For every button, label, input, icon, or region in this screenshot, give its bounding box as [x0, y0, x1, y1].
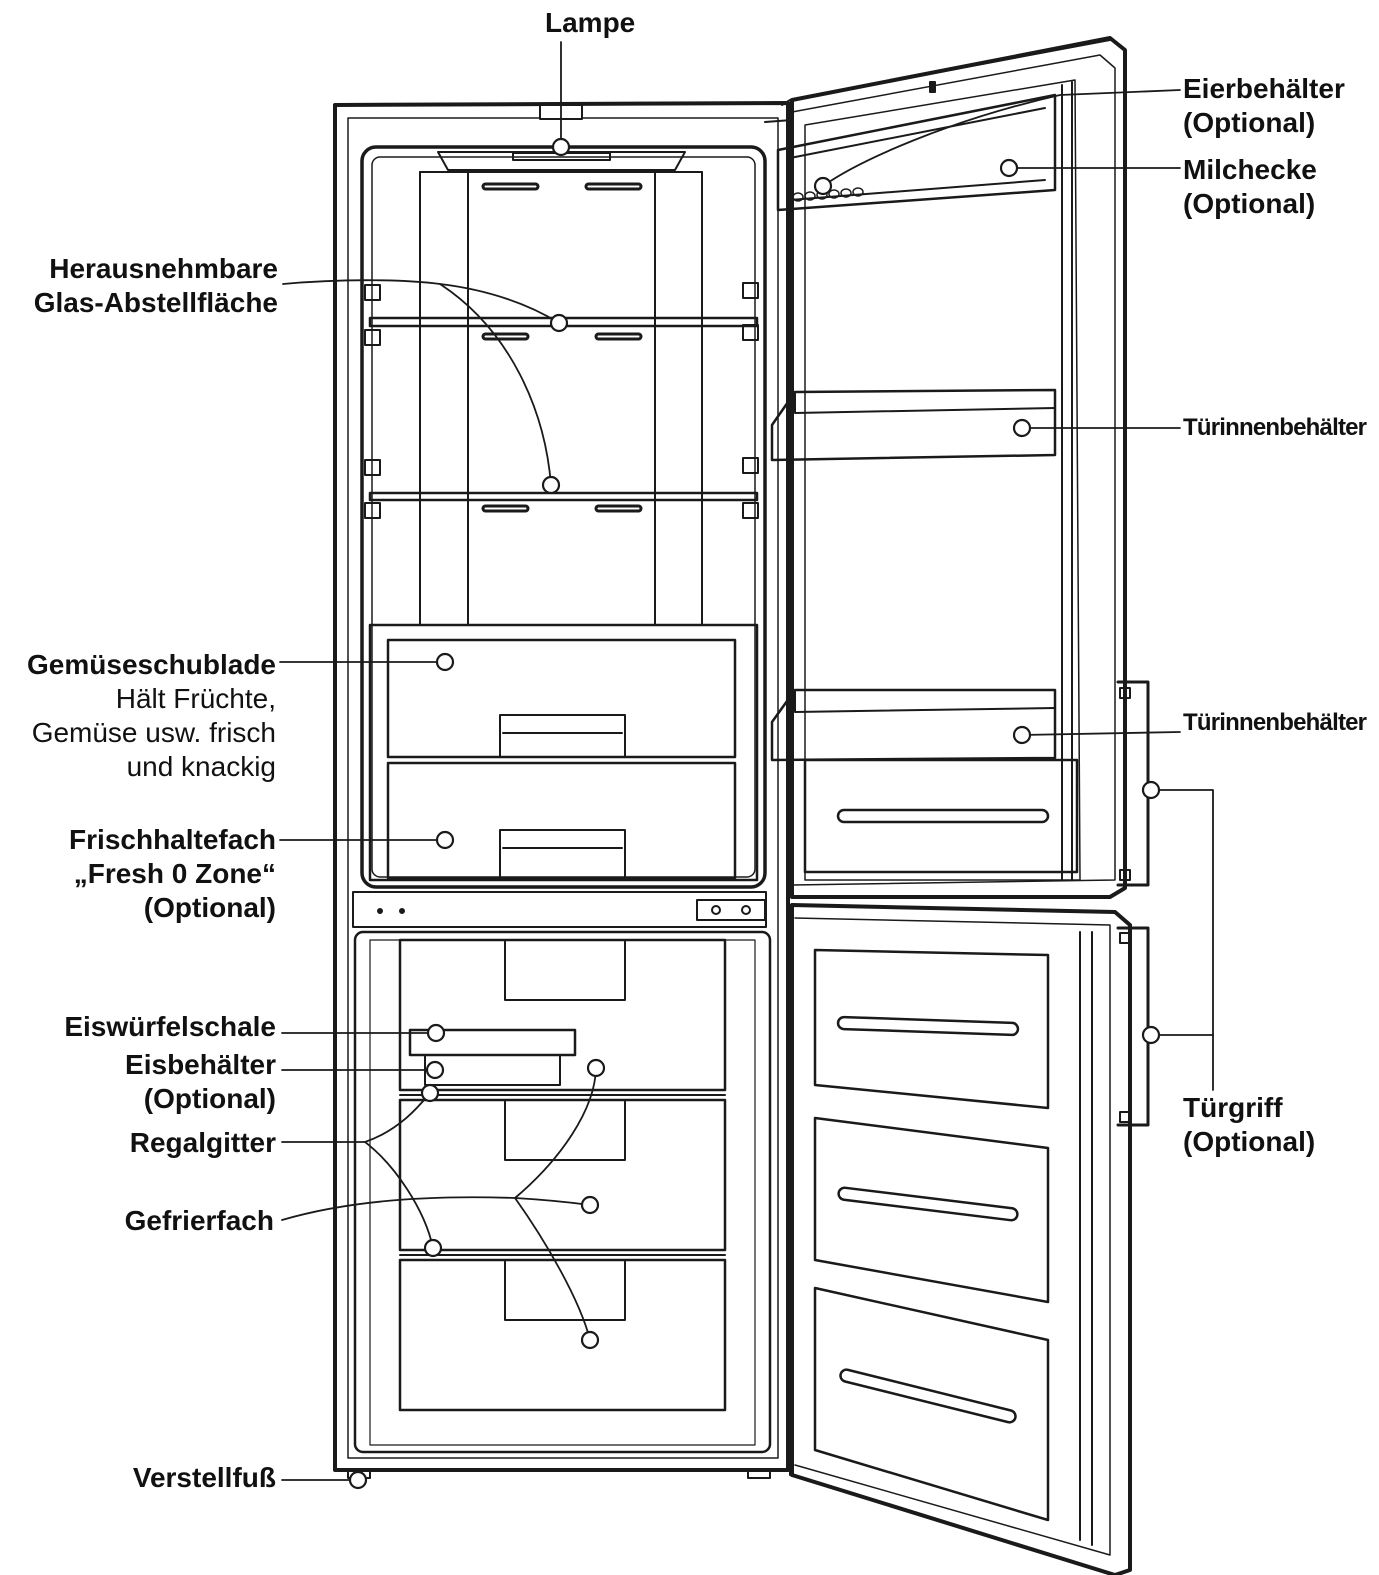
- crisper-drawers: [368, 623, 759, 882]
- label-lampe-text: Lampe: [545, 7, 636, 38]
- label-tuerinnen-1-text: Türinnenbehälter: [1183, 414, 1367, 441]
- label-eierbehaelter-text: Eierbehälter: [1183, 73, 1345, 104]
- label-eierbehaelter: Eierbehälter (Optional): [1183, 72, 1345, 140]
- label-gemuese-desc1: Hält Früchte,: [115, 683, 276, 714]
- lower-door: [789, 903, 1150, 1575]
- cabinet-body: [333, 101, 790, 1472]
- label-gemuese-desc3: und knackig: [126, 751, 276, 782]
- label-tuergriff-text: Türgriff: [1183, 1092, 1283, 1123]
- label-eisbehaelter: Eisbehälter (Optional): [125, 1048, 276, 1116]
- label-gemuese-desc2: Gemüse usw. frisch: [31, 717, 276, 748]
- label-tuergriff-optional: (Optional): [1183, 1126, 1316, 1157]
- freezer-compartment: [353, 930, 772, 1454]
- label-gefrierfach: Gefrierfach: [125, 1204, 274, 1238]
- label-regalgitter-text: Regalgitter: [129, 1127, 276, 1158]
- label-milchecke: Milchecke (Optional): [1183, 153, 1317, 221]
- label-gefrierfach-text: Gefrierfach: [124, 1205, 274, 1236]
- label-frisch-line3: (Optional): [143, 892, 276, 923]
- label-eiswuerfelschale: Eiswürfelschale: [64, 1010, 276, 1044]
- label-eisbehaelter-optional: (Optional): [143, 1083, 276, 1114]
- label-glas-abstellflaeche: Herausnehmbare Glas-Abstellfläche: [34, 252, 278, 320]
- lamp-housing: [437, 151, 686, 171]
- label-verstellfuss: Verstellfuß: [133, 1461, 276, 1495]
- label-eierbehaelter-optional: (Optional): [1183, 107, 1316, 138]
- label-eiswuerfel-text: Eiswürfelschale: [64, 1011, 276, 1042]
- vent-slots: [481, 182, 643, 513]
- label-tuerinnenbehaelter-1: Türinnenbehälter: [1183, 411, 1367, 445]
- label-eisbehaelter-text: Eisbehälter: [125, 1049, 276, 1080]
- label-regalgitter: Regalgitter: [130, 1126, 276, 1160]
- label-tuergriff: Türgriff (Optional): [1183, 1091, 1315, 1159]
- label-milchecke-optional: (Optional): [1183, 188, 1316, 219]
- leader-lines: [279, 41, 1214, 1481]
- fresh-food-compartment: [360, 145, 767, 889]
- label-milchecke-text: Milchecke: [1183, 154, 1317, 185]
- upper-door: [764, 36, 1150, 899]
- label-frisch-line1: Frischhaltefach: [69, 824, 276, 855]
- label-gemuese-title: Gemüseschublade: [27, 649, 276, 680]
- control-panel: [352, 891, 767, 928]
- label-frisch-line2: „Fresh 0 Zone“: [73, 858, 276, 889]
- label-verstellfuss-text: Verstellfuß: [132, 1462, 276, 1493]
- callout-markers: [348, 137, 1161, 1490]
- label-tuerinnen-2-text: Türinnenbehälter: [1183, 709, 1367, 736]
- label-glas-line2: Glas-Abstellfläche: [33, 287, 278, 318]
- label-glas-line1: Herausnehmbare: [49, 253, 278, 284]
- label-frischhaltefach: Frischhaltefach „Fresh 0 Zone“ (Optional…: [69, 823, 276, 925]
- label-lampe: Lampe: [545, 6, 635, 40]
- label-tuerinnenbehaelter-2: Türinnenbehälter: [1183, 706, 1367, 740]
- glass-shelves: [364, 282, 759, 519]
- label-gemueseschublade: Gemüseschublade Hält Früchte, Gemüse usw…: [27, 648, 276, 784]
